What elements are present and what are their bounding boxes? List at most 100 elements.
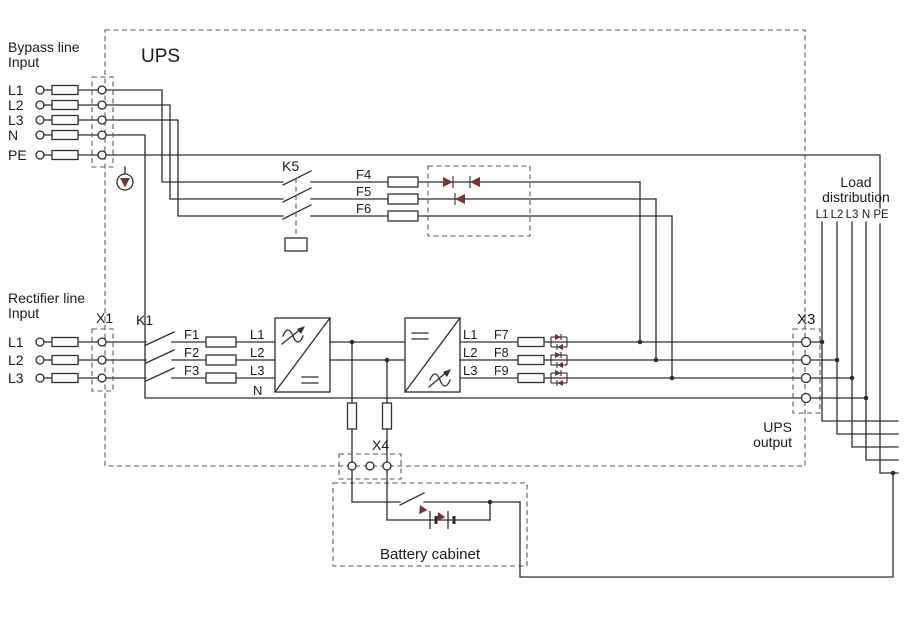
dc-fuse [381,402,393,430]
rectifier-title-line2: Input [8,305,39,321]
rectifier-row-wires [43,341,276,379]
fuse-f4-label: F4 [356,167,371,182]
rectifier-branch-fuses: F1 F2 F3 [184,327,237,384]
ups-output-caption: UPS output [753,419,792,450]
k1-contactor: K1 [136,312,175,382]
load-title-line1: Load [840,174,871,190]
bypass-input-section: Bypass line Input [8,39,881,399]
rectifier-terminal-label: L2 [8,352,24,368]
rectifier-converter: L1 L2 L3 N [250,317,331,398]
fuse-f6 [387,210,419,222]
arrow-head-icon [443,369,451,377]
battery-switch-blade [399,492,425,506]
k5-blade [282,204,312,220]
k1-label: K1 [136,312,153,328]
neutral-label: N [253,383,262,398]
x1-terminal-strip [91,328,114,392]
rectifier-in-label: L3 [250,363,264,378]
bypass-routing-wires [105,89,881,399]
ups-title: UPS [141,46,180,67]
bypass-input-circles [35,85,107,160]
k5-contactor: K5 [282,158,312,252]
battery-bond-wire [519,472,894,578]
bypass-title-line2: Input [8,54,39,70]
ups-output-line2: output [753,434,792,450]
bypass-terminal-label: N [8,127,18,143]
rectifier-fuse-links [51,336,79,384]
bypass-fuse-links [51,84,79,161]
battery-cabinet-box [332,482,528,567]
rectifier-title-line1: Rectifier line [8,290,85,306]
static-switch [427,165,531,237]
rectifier-in-label: L2 [250,345,264,360]
ac-wave-icon [429,373,451,387]
fuse-f1-label: F1 [184,327,199,342]
bypass-row-wires [43,89,99,156]
bypass-terminal-label: PE [8,147,27,163]
k5-blade [282,187,312,203]
bypass-terminal-label: L2 [8,97,24,113]
x3-label: X3 [797,311,815,328]
arrow-head-icon [297,326,305,334]
bypass-terminal-strip [91,76,114,168]
fuse-f7 [517,336,545,348]
ups-output-line1: UPS [763,419,792,435]
k1-blade [145,331,175,346]
fuse-f2 [205,354,237,366]
load-feeders [821,221,899,474]
x3-terminal-strip [792,328,821,414]
fuse-f1 [205,336,237,348]
inverter-output-section: L1 L2 L3 F7 F8 F9 [459,327,803,387]
dc-fuse [346,402,358,430]
inverter-out-label: L3 [463,363,477,378]
inverter-out-label: L2 [463,345,477,360]
load-distribution: Load distribution L1 L2 L3 N PE [816,174,899,476]
fuse-f3-label: F3 [184,363,199,378]
rectifier-input-circles [35,337,107,383]
ups-boundary [104,29,806,467]
inverter-out-label: L1 [463,327,477,342]
x4-label: X4 [372,437,389,453]
load-conductor-label: N [862,209,870,221]
x4-terminal-strip [338,453,402,480]
fuse-f5 [387,193,419,205]
k1-blade [145,349,175,364]
x4-terminal: X4 [338,437,402,480]
x1-label: X1 [96,310,113,326]
load-title-line2: distribution [822,189,890,205]
rectifier-terminal-label: L3 [8,370,24,386]
k5-blade [282,170,312,186]
battery-cabinet: Battery cabinet [332,469,894,578]
load-conductor-label: L1 [816,209,829,221]
rectifier-input-section: Rectifier line Input L1 [8,290,276,392]
bypass-terminal-label: L1 [8,82,24,98]
dc-link [329,339,406,463]
bypass-terminal-label: L3 [8,112,24,128]
fuse-f2-label: F2 [184,345,199,360]
bypass-title-line1: Bypass line [8,39,80,55]
battery-cabinet-label: Battery cabinet [380,546,481,563]
fuse-f9 [517,372,545,384]
inverter-converter [404,317,461,393]
k5-coil [284,237,308,252]
load-conductor-label: L3 [846,209,859,221]
load-conductor-label: L2 [831,209,844,221]
fuse-f9-label: F9 [494,364,509,378]
fuse-f6-label: F6 [356,201,371,216]
static-bypass-branch: F4 F5 F6 [310,165,673,379]
fuse-f7-label: F7 [494,328,509,342]
fuse-f3 [205,372,237,384]
k1-blade [145,367,175,382]
k5-label: K5 [282,158,299,174]
x3-terminal: X3 [792,311,867,414]
fuse-f5-label: F5 [356,184,371,199]
fuse-f8 [517,354,545,366]
rectifier-in-label: L1 [250,327,264,342]
fuse-f4 [387,176,419,188]
rectifier-terminal-label: L1 [8,334,24,350]
phase-monitor-icon [116,166,134,191]
static-switch-box [427,165,531,237]
fuse-f8-label: F8 [494,346,509,360]
